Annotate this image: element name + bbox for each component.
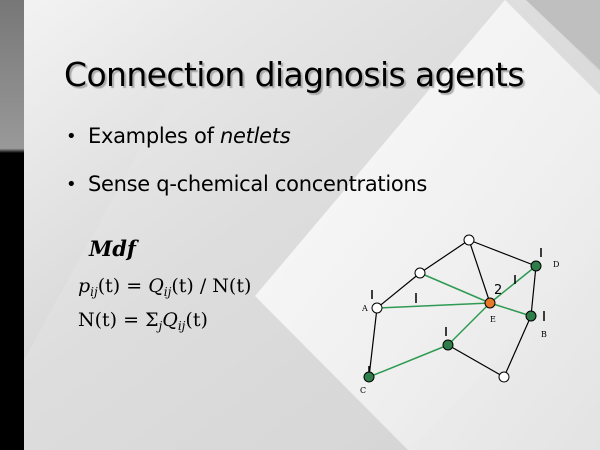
formula-t: (t) = <box>97 275 149 297</box>
bullet-dot-icon: • <box>66 174 77 195</box>
bullet-emphasis: netlets <box>220 124 291 148</box>
formula-sigma: Σ <box>145 309 159 331</box>
bullet-item-netlets: • Examples of netlets <box>66 122 427 170</box>
formula-rest: (t) <box>185 309 208 331</box>
bullet-item-concentrations: • Sense q-chemical concentrations <box>66 170 427 218</box>
edge-a-n1 <box>376 272 421 309</box>
node-d <box>530 260 542 272</box>
node-b <box>525 310 537 322</box>
node-mid <box>442 339 454 351</box>
left-accent-bar <box>0 0 24 450</box>
black-edges <box>368 239 537 378</box>
formula-probability: pij(t) = Qij(t) / N(t) <box>78 275 251 299</box>
bullet-dot-icon: • <box>66 126 77 147</box>
label-e: E <box>490 315 496 324</box>
node-lower-right <box>498 371 510 383</box>
center-count-label: 2 <box>494 283 502 298</box>
formula-q: Q <box>148 275 164 297</box>
nodes <box>363 234 542 383</box>
node-labels: A B C D E 2 <box>360 260 559 395</box>
bullet-prefix: Examples of <box>88 124 221 148</box>
formula-heading: Mdf <box>89 236 136 261</box>
node-upper-left <box>414 267 426 279</box>
bullet-list: • Examples of netlets • Sense q-chemical… <box>66 122 427 218</box>
edge-b-low <box>503 315 532 378</box>
formula-normalizer: N(t) = ΣjQij(t) <box>78 309 208 333</box>
formula-sigma-sub: j <box>158 319 163 333</box>
formula-q: Q <box>162 309 178 331</box>
edge-e-b-green <box>489 302 532 317</box>
edge-d-b <box>530 265 537 317</box>
label-a: A <box>361 304 368 313</box>
node-a <box>371 302 383 314</box>
edge-a-c <box>368 307 378 378</box>
slide-title: Connection diagnosis agents <box>64 55 525 94</box>
label-d: D <box>553 260 559 269</box>
node-e <box>484 297 496 309</box>
green-edges <box>368 265 537 378</box>
formula-n: N(t) = <box>78 309 146 331</box>
edge-e-d-green <box>489 265 537 304</box>
formula-p-sub: ij <box>90 285 98 299</box>
edge-a-e-green <box>376 302 491 309</box>
formula-q-sub: ij <box>163 285 172 299</box>
edge-n1-e-green <box>419 272 491 304</box>
edge-mid-c-green <box>368 344 449 378</box>
label-c: C <box>360 386 366 395</box>
node-c <box>363 371 375 383</box>
edge-n1-top <box>419 239 470 274</box>
edge-mid-low <box>447 344 505 378</box>
bullet-text: Examples of netlets <box>88 122 291 150</box>
edge-top-e <box>468 239 491 304</box>
formula-p: p <box>78 275 91 297</box>
edge-top-d <box>468 239 537 267</box>
bullet-text: Sense q-chemical concentrations <box>88 172 428 196</box>
formula-rest: (t) / N(t) <box>171 275 252 297</box>
edge-e-mid-green <box>447 302 491 346</box>
formula-q-sub: ij <box>177 319 186 333</box>
label-b: B <box>541 330 547 339</box>
node-top <box>463 234 475 246</box>
